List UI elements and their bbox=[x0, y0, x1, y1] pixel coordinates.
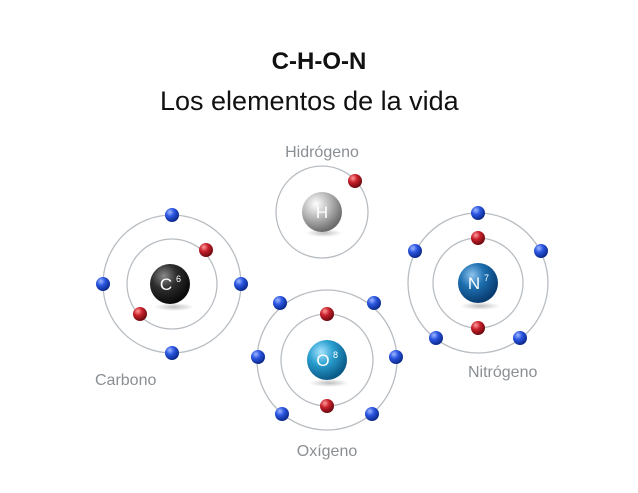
nitrogen-nucleus bbox=[458, 263, 498, 303]
page-subtitle: Los elementos de la vida bbox=[160, 86, 459, 116]
oxygen-electron-inner-1 bbox=[320, 307, 334, 321]
atom-carbon: Carbono C 6 bbox=[95, 208, 248, 389]
oxygen-electron-outer-3 bbox=[389, 350, 403, 364]
hydrogen-label: Hidrógeno bbox=[285, 144, 359, 161]
nitrogen-electron-outer-1 bbox=[471, 206, 485, 220]
nitrogen-label: Nitrógeno bbox=[468, 364, 537, 381]
carbon-label: Carbono bbox=[95, 372, 156, 389]
carbon-nucleus bbox=[150, 264, 190, 304]
nitrogen-electron-outer-3 bbox=[513, 331, 527, 345]
hydrogen-symbol: H bbox=[316, 203, 328, 222]
nitrogen-nucleus-shadow bbox=[460, 302, 500, 310]
nitrogen-electron-outer-4 bbox=[429, 331, 443, 345]
carbon-electron-outer-1 bbox=[165, 208, 179, 222]
atom-oxygen: Oxígeno O 8 bbox=[251, 289, 403, 460]
nitrogen-electron-outer-5 bbox=[408, 244, 422, 258]
carbon-orbit-1 bbox=[126, 238, 218, 330]
carbon-atomic-number: 6 bbox=[176, 274, 181, 284]
carbon-electron-inner-1 bbox=[199, 243, 213, 257]
hydrogen-nucleus bbox=[302, 192, 342, 232]
oxygen-electron-outer-6 bbox=[251, 350, 265, 364]
oxygen-symbol: O bbox=[316, 351, 329, 370]
carbon-electron-outer-2 bbox=[234, 277, 248, 291]
carbon-electron-outer-3 bbox=[165, 346, 179, 360]
oxygen-label: Oxígeno bbox=[297, 443, 358, 460]
oxygen-electron-outer-5 bbox=[275, 407, 289, 421]
carbon-symbol: C bbox=[160, 275, 172, 294]
oxygen-electron-outer-4 bbox=[365, 407, 379, 421]
nitrogen-electron-inner-2 bbox=[471, 321, 485, 335]
nitrogen-atomic-number: 7 bbox=[484, 273, 489, 283]
hydrogen-nucleus-shadow bbox=[306, 229, 342, 237]
oxygen-electron-outer-1 bbox=[273, 296, 287, 310]
hydrogen-orbit-1 bbox=[275, 165, 369, 259]
oxygen-nucleus-shadow bbox=[309, 379, 349, 387]
carbon-electron-outer-4 bbox=[96, 277, 110, 291]
hydrogen-electron bbox=[348, 174, 362, 188]
carbon-nucleus-shadow bbox=[154, 303, 194, 311]
oxygen-electron-inner-2 bbox=[320, 399, 334, 413]
atom-hydrogen: Hidrógeno H bbox=[275, 144, 369, 259]
nitrogen-electron-outer-2 bbox=[534, 244, 548, 258]
page-title: C-H-O-N bbox=[271, 48, 367, 75]
oxygen-atomic-number: 8 bbox=[333, 350, 338, 360]
carbon-electron-inner-2 bbox=[133, 307, 147, 321]
oxygen-nucleus bbox=[307, 340, 347, 380]
nitrogen-electron-inner-1 bbox=[471, 231, 485, 245]
nitrogen-symbol: N bbox=[468, 274, 480, 293]
oxygen-electron-outer-2 bbox=[367, 296, 381, 310]
atom-nitrogen: Nitrógeno N 7 bbox=[407, 206, 549, 381]
